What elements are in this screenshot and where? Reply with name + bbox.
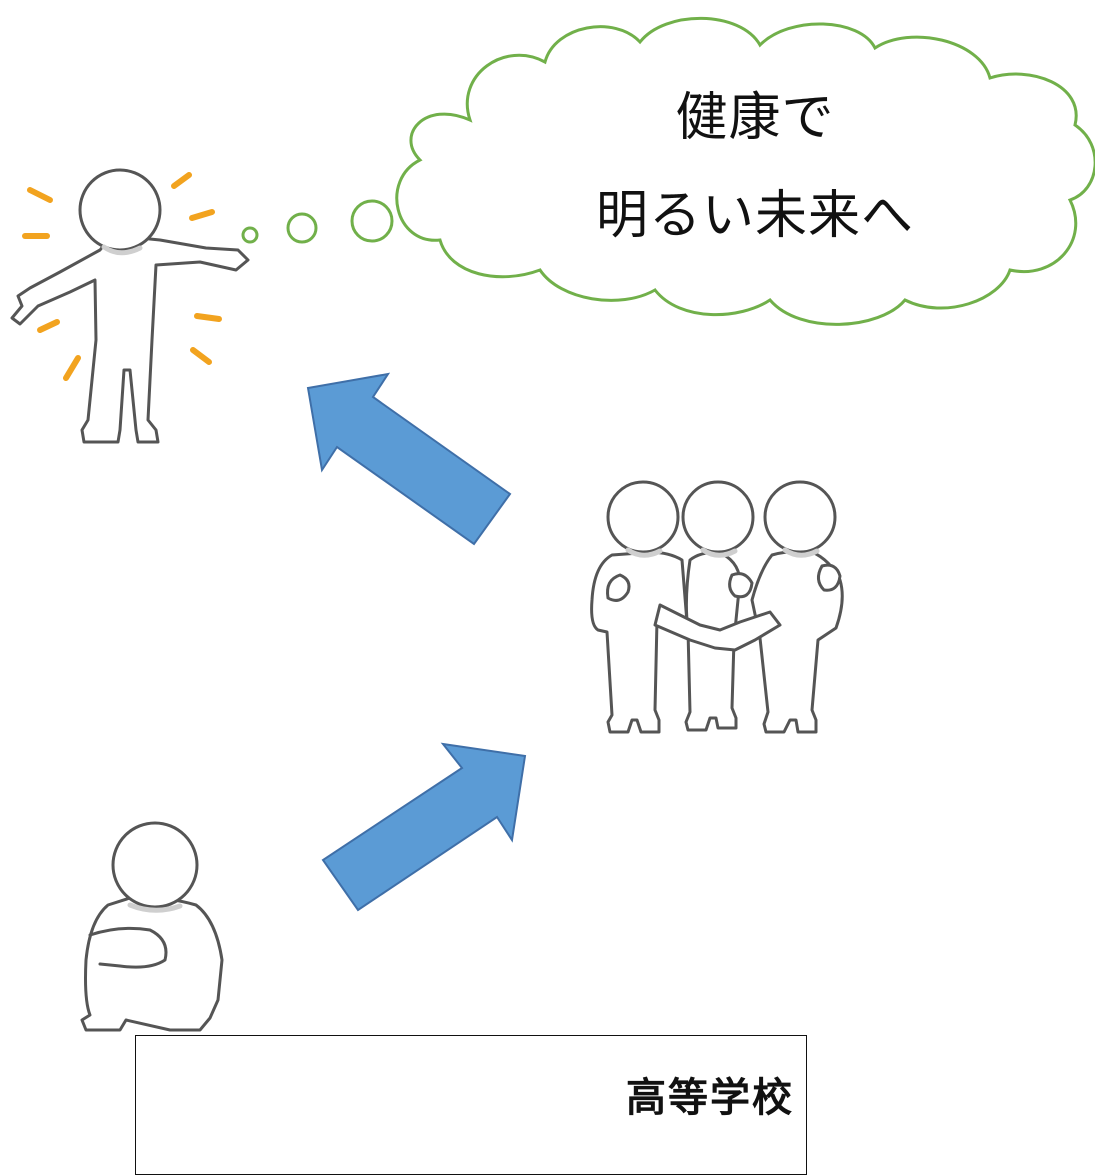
happy-body: [10, 236, 250, 444]
team-joined-hands: [653, 603, 782, 652]
team-figure-right-fist: [817, 563, 842, 592]
team-figure-middle-fist: [728, 572, 754, 599]
happy-neck-shadow: [101, 244, 143, 256]
sitting-head: [111, 821, 199, 909]
sparkle-lines: [22, 172, 222, 381]
school-label: 高等学校: [626, 1075, 794, 1121]
team-figure-left-body: [590, 550, 690, 734]
arrow-up-right: [321, 742, 527, 912]
happy-head: [78, 168, 162, 252]
cloud-shape: [395, 16, 1095, 326]
team-figure-left-fist: [606, 573, 631, 602]
team-figure-left-head: [606, 480, 680, 554]
thought-bubble-large: [350, 199, 394, 243]
sitting-figure: [80, 821, 224, 1032]
team-neck-shadows: [625, 547, 820, 558]
happy-figure: [10, 168, 250, 444]
team-figure-middle-head: [681, 480, 755, 554]
sitting-arms: [88, 926, 168, 969]
sitting-neck-shadow: [127, 902, 183, 913]
illustration-canvas: [10, 16, 1095, 1032]
thought-bubble-medium: [286, 212, 318, 244]
thought-cloud: [241, 16, 1095, 326]
arrow-up-left: [306, 372, 512, 546]
team-figures: [590, 480, 844, 734]
cloud-text-line-2: 明るい未来へ: [595, 186, 914, 246]
arrow-up-left-shape: [306, 372, 512, 546]
thought-bubble-small: [241, 226, 259, 244]
school-name-box: 高等学校: [135, 1035, 807, 1175]
cloud-text-line-1: 健康で: [675, 88, 835, 148]
arrow-up-right-shape: [321, 742, 527, 912]
team-figure-right-head: [763, 480, 837, 554]
